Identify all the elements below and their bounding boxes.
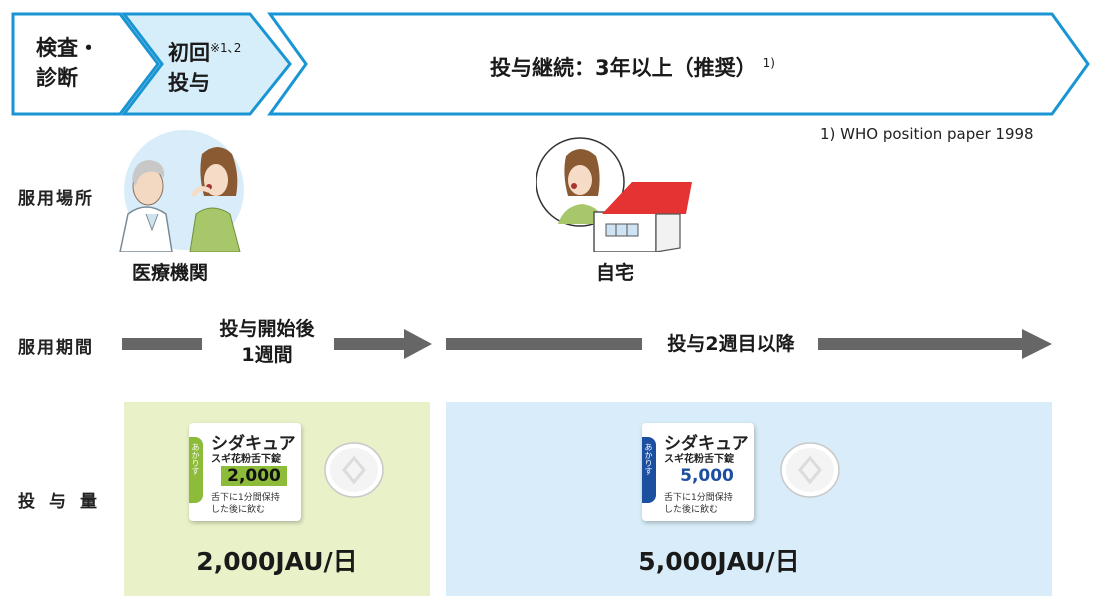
package-strength: 5,000 — [680, 466, 734, 486]
period-arrow-2-bar-left — [446, 338, 642, 350]
period-second-week-label: 投与2週目以降 — [646, 331, 816, 357]
period-first-week-label: 投与開始後 1週間 — [202, 316, 332, 368]
house-icon — [593, 182, 692, 252]
chevron-step-continuation — [267, 12, 1090, 116]
place-clinic-label: 医療機関 — [132, 262, 209, 284]
package-note-2: した後に飲む — [664, 505, 719, 515]
place-home-label: 自宅 — [596, 262, 635, 284]
period-arrow-1-head — [404, 329, 432, 359]
package-side-text: あかりす — [191, 443, 200, 475]
clinic-illustration — [119, 130, 244, 252]
package-side-strip — [189, 437, 203, 503]
row-label-dose: 投与量 — [18, 492, 111, 512]
process-chevron-bar — [11, 12, 1090, 116]
chevron-step-first-dose — [120, 12, 292, 116]
step-diagnosis-label: 検査・ 診断 — [36, 36, 99, 90]
tablet-package-2000: あかりす シダキュア スギ花粉舌下錠 2,000 舌下に1分間保持 した後に飲む — [189, 423, 301, 521]
package-product: スギ花粉舌下錠 — [664, 454, 734, 465]
row-label-place: 服用場所 — [18, 189, 94, 209]
package-product: スギ花粉舌下錠 — [211, 454, 281, 465]
package-strength: 2,000 — [221, 466, 287, 486]
footnote: 1) WHO position paper 1998 — [820, 125, 1034, 143]
doctor-icon — [119, 160, 173, 252]
tablet-pill-5000 — [780, 442, 840, 498]
period-arrow-1-bar-right — [334, 338, 406, 350]
period-arrow-2-head — [1022, 329, 1052, 359]
row-label-period: 服用期間 — [18, 338, 94, 358]
chevron-step-diagnosis — [11, 12, 160, 116]
package-note-2: した後に飲む — [211, 505, 266, 515]
home-illustration — [536, 137, 692, 252]
package-brand: シダキュア — [664, 434, 749, 454]
dose-value-5000: 5,000JAU/日 — [638, 547, 800, 576]
period-arrow-2-bar-right — [818, 338, 1024, 350]
package-side-strip — [642, 437, 656, 503]
step-first-dose-label: 初回※1､2 投与 — [168, 41, 242, 95]
package-side-text: あかりす — [644, 443, 653, 475]
tablet-package-5000: あかりす シダキュア スギ花粉舌下錠 5,000 舌下に1分間保持 した後に飲む — [642, 423, 754, 521]
tablet-pill-2000 — [324, 442, 384, 498]
package-note-1: 舌下に1分間保持 — [664, 493, 733, 503]
period-arrow-1-bar-left — [122, 338, 202, 350]
patient-woman-icon — [189, 147, 241, 252]
step-continuation-label: 投与継続：3年以上（推奨）1) — [490, 56, 775, 80]
period-arrows — [122, 329, 1052, 359]
dose-value-2000: 2,000JAU/日 — [196, 547, 358, 576]
package-brand: シダキュア — [211, 434, 296, 454]
package-note-1: 舌下に1分間保持 — [211, 493, 280, 503]
